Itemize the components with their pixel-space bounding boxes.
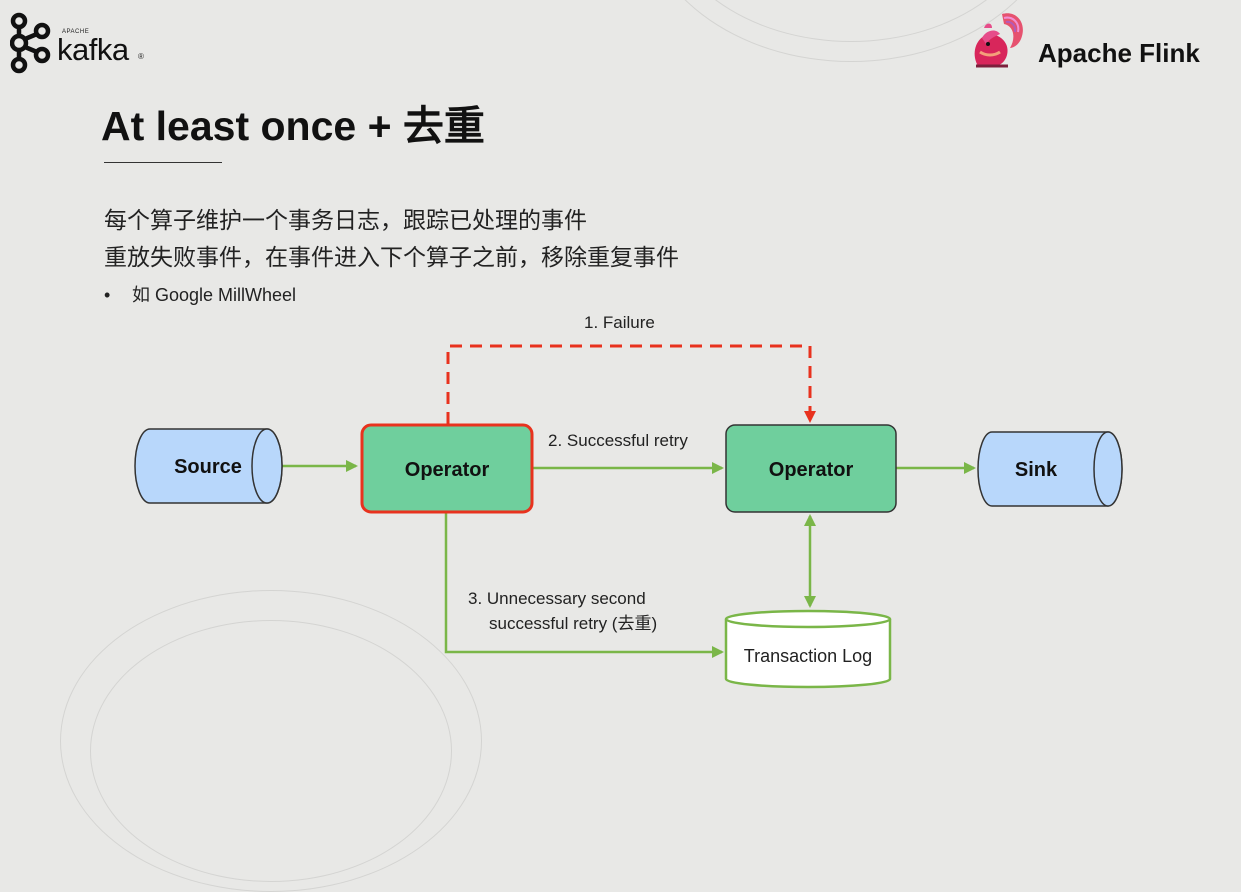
title-underline (104, 162, 222, 163)
body-line-2: 重放失败事件，在事件进入下个算子之前，移除重复事件 (104, 244, 679, 270)
bullet-dot: • (104, 285, 111, 305)
kafka-apache-text: APACHE (62, 29, 90, 35)
failure-label: 1. Failure (584, 313, 655, 332)
source-label: Source (174, 456, 242, 478)
operator1-label: Operator (405, 459, 490, 481)
second-retry-label-line2: successful retry (去重) (489, 614, 657, 633)
flow-diagram: 1. Failure 2. Successful retry 3. Unnece… (134, 313, 1123, 689)
operator2-label: Operator (769, 459, 854, 481)
squirrel-icon (974, 13, 1023, 68)
flink-logo: Apache Flink (968, 8, 1218, 70)
operator-node-failed: Operator (360, 423, 534, 514)
transaction-log-label: Transaction Log (744, 646, 872, 666)
flink-wordmark: Apache Flink (1038, 38, 1200, 68)
bullet-item: • 如 Google MillWheel (104, 281, 296, 307)
operator-node: Operator (725, 424, 897, 513)
source-node: Source (134, 428, 283, 504)
kafka-wordmark: kafka (57, 32, 129, 67)
kafka-icon (10, 12, 51, 74)
page-title: At least once + 去重 (101, 103, 485, 149)
registered-mark: ® (138, 52, 144, 61)
retry-label: 2. Successful retry (548, 431, 688, 450)
sink-label: Sink (1015, 459, 1058, 481)
second-retry-label-line1: 3. Unnecessary second (468, 589, 646, 608)
bullet-text: 如 Google MillWheel (132, 285, 297, 305)
transaction-log-node: Transaction Log (724, 609, 892, 689)
body-line-1: 每个算子维护一个事务日志，跟踪已处理的事件 (104, 207, 587, 233)
failure-arrow (446, 344, 816, 424)
sink-node: Sink (977, 431, 1123, 507)
second-retry-arrow (444, 512, 724, 658)
kafka-logo: APACHE kafka ® (10, 12, 160, 74)
